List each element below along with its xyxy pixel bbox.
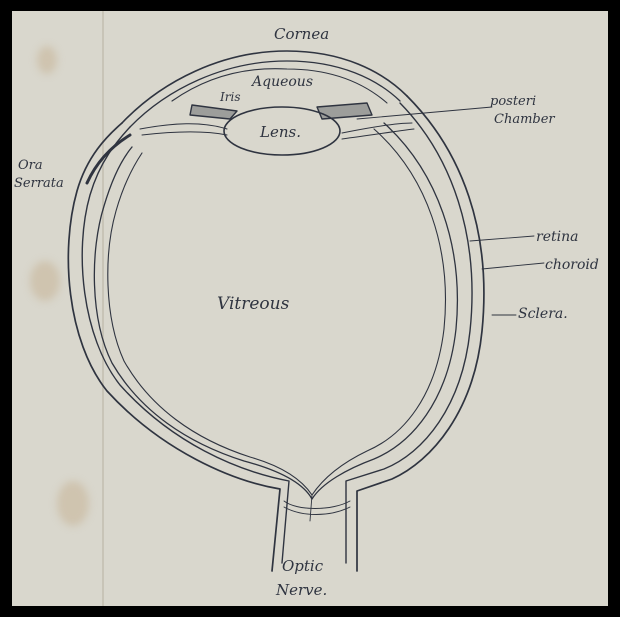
label-sclera: Sclera. [518,306,568,322]
ciliary-right [342,123,414,139]
label-lens: Lens. [259,123,301,141]
label-posterior-chamber-1: posteri [490,94,536,109]
sclera-inner-line [82,103,472,563]
label-retina: retina [536,229,578,245]
paper-sheet: Cornea Aqueous Iris Lens. posteri Chambe… [12,11,608,606]
choroid-leader [482,263,544,269]
label-ora-serrata-2: Serrata [14,176,64,191]
label-iris: Iris [219,90,240,104]
iris-right [317,103,372,119]
label-aqueous: Aqueous [250,74,313,90]
label-choroid: choroid [545,257,599,273]
label-posterior-chamber-2: Chamber [494,112,555,127]
label-ora-serrata-1: Ora [18,158,43,173]
label-optic-nerve-1: Optic [282,557,324,575]
ciliary-left [140,124,227,135]
optic-nerve-fibers [284,495,350,521]
eye-diagram: Cornea Aqueous Iris Lens. posteri Chambe… [12,11,608,606]
posterior-chamber-leader [357,107,492,119]
label-optic-nerve-2: Nerve. [275,581,327,599]
label-cornea: Cornea [274,25,329,43]
label-vitreous: Vitreous [217,294,290,314]
iris-left [190,105,237,119]
cornea-inner-line [130,61,400,127]
